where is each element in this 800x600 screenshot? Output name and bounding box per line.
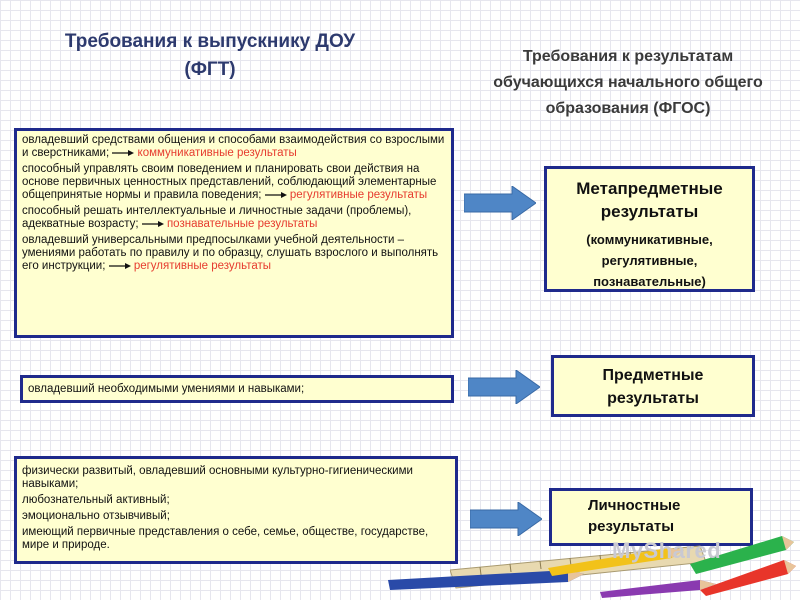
pencil-icon — [690, 536, 794, 574]
pencil-icon — [700, 560, 796, 596]
result-metasubject: Метапредметные результаты (коммуникативн… — [544, 166, 755, 292]
box-subject-requirements: овладевший необходимыми умениями и навык… — [20, 375, 454, 403]
list-item: овладевший средствами общения и способам… — [22, 134, 445, 159]
arrow-right-icon — [112, 149, 135, 156]
list-item: овладевший универсальными предпосылками … — [22, 234, 439, 272]
list-item: способный решать интеллектуальные и личн… — [22, 205, 412, 230]
arrow-right-icon — [470, 502, 542, 536]
pencil-icon — [600, 580, 716, 598]
list-item: имеющий первичные представления о себе, … — [22, 526, 429, 551]
pencil-icon — [548, 548, 684, 576]
result-subtitle: (коммуникативные, регулятивные, познават… — [586, 232, 713, 289]
result-title: Метапредметные результаты — [576, 179, 723, 221]
arrow-right-icon — [141, 220, 164, 227]
arrow-right-icon — [108, 262, 131, 269]
arrow-right-icon — [468, 370, 540, 404]
right-title: Требования к результатам обучающихся нач… — [493, 48, 763, 117]
left-title: Требования к выпускнику ДОУ (ФГТ) — [64, 31, 356, 80]
list-item: физически развитый, овладевший основными… — [22, 465, 413, 490]
result-personal: Личностные результаты — [549, 488, 753, 546]
list-item: эмоционально отзывчивый; — [22, 510, 170, 522]
result-subject: Предметные результаты — [551, 355, 755, 417]
box-meta-requirements: овладевший средствами общения и способам… — [14, 128, 454, 338]
box-personal-requirements: физически развитый, овладевший основными… — [14, 456, 458, 564]
watermark: MyShared — [612, 538, 722, 563]
arrow-right-icon — [464, 186, 536, 220]
list-item: любознательный активный; — [22, 494, 170, 506]
arrow-right-icon — [264, 191, 287, 198]
list-item: способный управлять своим поведением и п… — [22, 163, 437, 201]
